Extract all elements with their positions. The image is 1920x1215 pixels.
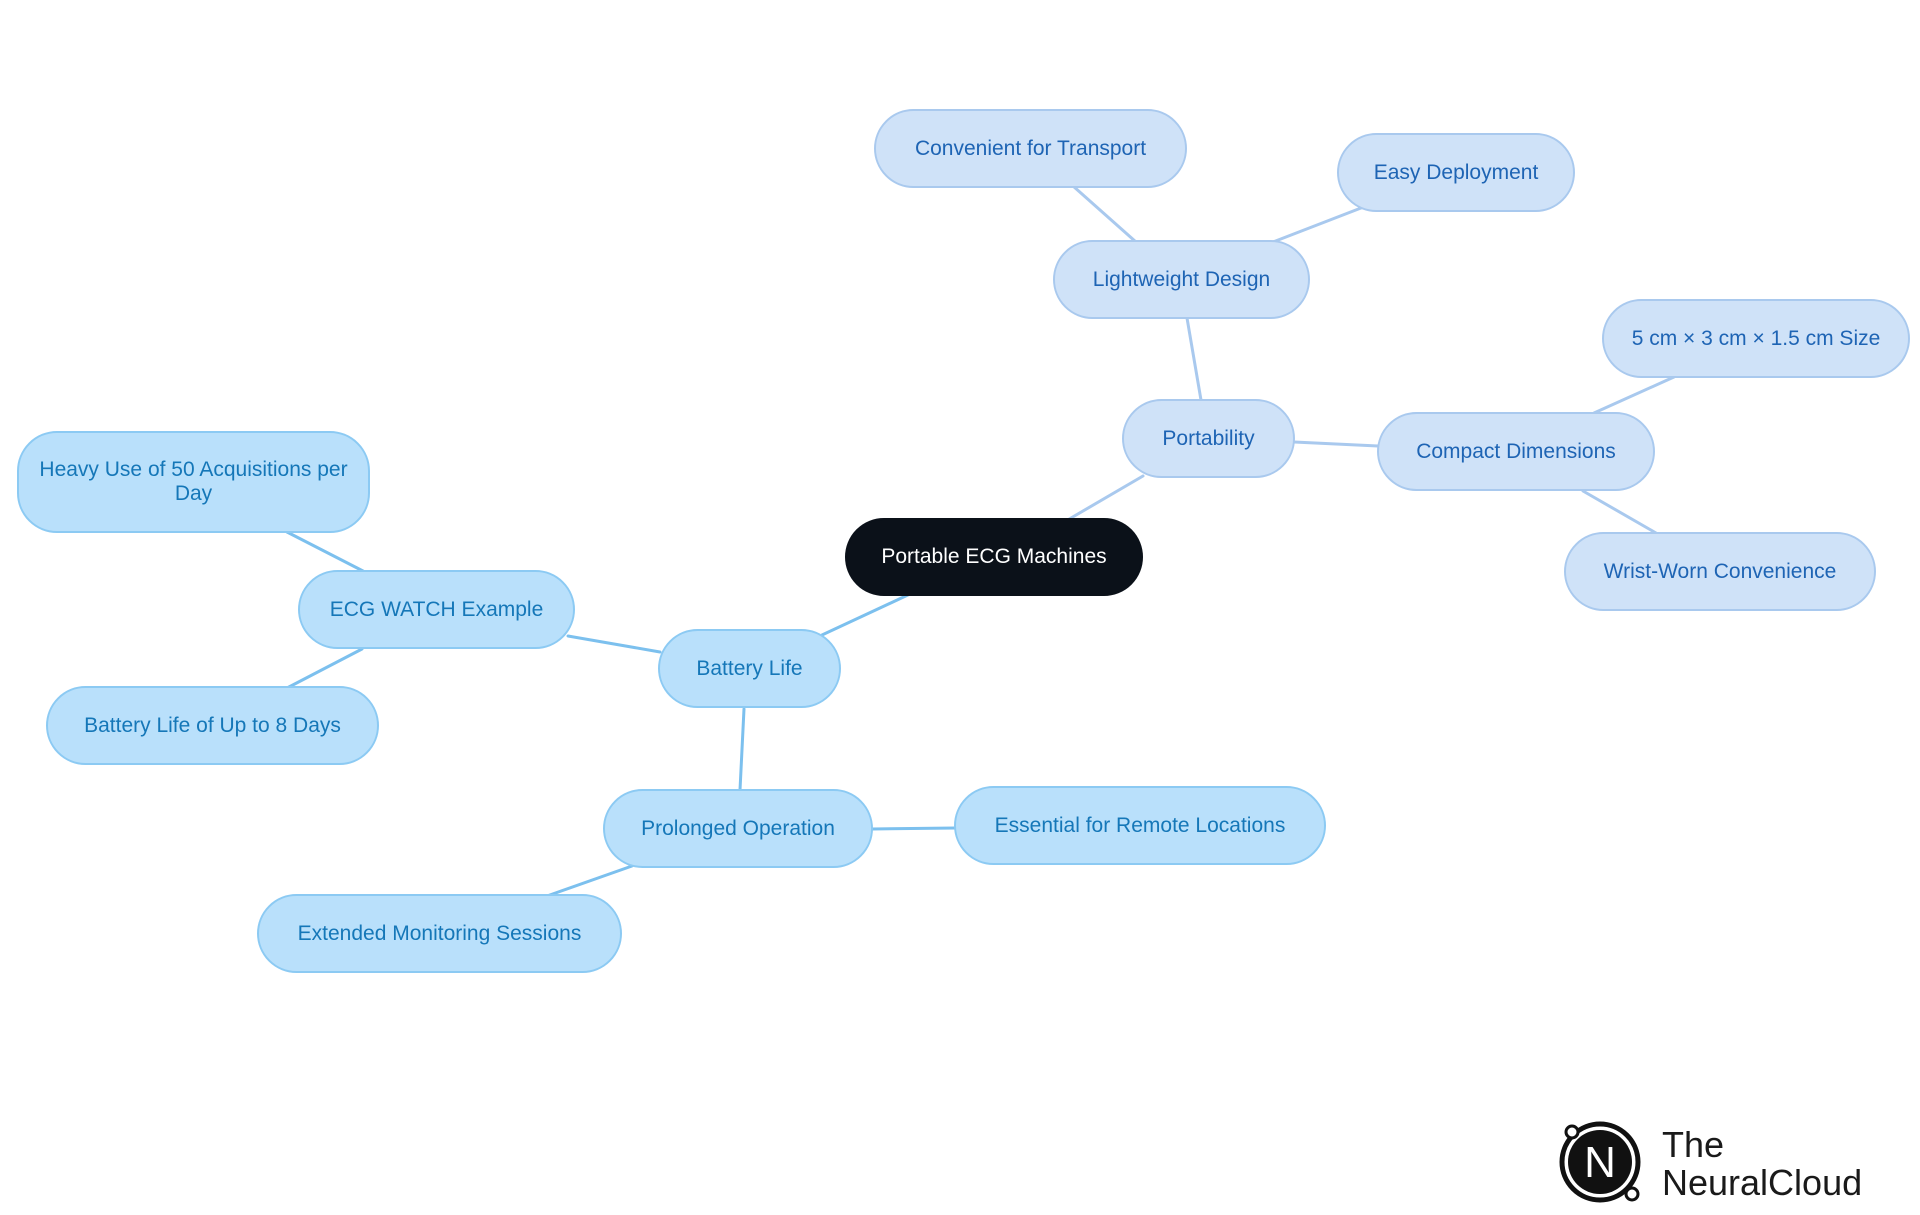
node-portability[interactable]: Portability: [1122, 399, 1295, 478]
node-remote[interactable]: Essential for Remote Locations: [954, 786, 1326, 865]
edge-compact-to-wrist: [1581, 489, 1658, 535]
node-transport-label: Convenient for Transport: [914, 136, 1147, 160]
neuralcloud-logo-mark: N: [1584, 1138, 1616, 1187]
edge-portability-to-lightweight: [1185, 316, 1203, 402]
node-battery[interactable]: Battery Life: [658, 629, 841, 708]
edge-ecgwatch-to-eightdays: [285, 647, 364, 690]
node-root-label: Portable ECG Machines: [881, 545, 1107, 568]
edge-lightweight-to-deployment: [1271, 206, 1363, 244]
node-size-label: 5 cm × 3 cm × 1.5 cm Size: [1631, 326, 1881, 350]
logo-line-1: The: [1662, 1124, 1725, 1165]
node-ecgwatch-label: ECG WATCH Example: [329, 597, 544, 621]
neuralcloud-logo-icon: N: [1559, 1121, 1641, 1203]
node-compact[interactable]: Compact Dimensions: [1377, 412, 1655, 491]
edge-battery-to-ecgwatch: [566, 634, 662, 654]
node-deployment-label: Easy Deployment: [1373, 160, 1539, 184]
node-eightdays[interactable]: Battery Life of Up to 8 Days: [46, 686, 379, 765]
node-wrist-label: Wrist-Worn Convenience: [1603, 559, 1837, 583]
edge-battery-to-prolonged: [738, 707, 746, 792]
edge-root-to-portability: [1057, 474, 1145, 527]
node-ecgwatch[interactable]: ECG WATCH Example: [298, 570, 575, 649]
node-extended-label: Extended Monitoring Sessions: [297, 921, 582, 945]
logo-line-2: NeuralCloud: [1662, 1162, 1863, 1203]
edge-root-to-battery: [820, 592, 912, 637]
node-prolonged[interactable]: Prolonged Operation: [603, 789, 873, 868]
node-deployment[interactable]: Easy Deployment: [1337, 133, 1575, 212]
node-extended[interactable]: Extended Monitoring Sessions: [257, 894, 622, 973]
node-size[interactable]: 5 cm × 3 cm × 1.5 cm Size: [1602, 299, 1910, 378]
node-eightdays-label: Battery Life of Up to 8 Days: [84, 713, 341, 737]
node-wrist[interactable]: Wrist-Worn Convenience: [1564, 532, 1876, 611]
node-root[interactable]: Portable ECG Machines: [845, 518, 1143, 596]
edge-lightweight-to-transport: [1071, 184, 1138, 244]
node-lightweight-label: Lightweight Design: [1092, 267, 1271, 291]
edge-compact-to-size: [1592, 375, 1676, 415]
node-heavyuse[interactable]: Heavy Use of 50 Acquisitions per Day: [17, 431, 370, 533]
node-battery-label: Battery Life: [696, 656, 803, 680]
node-prolonged-label: Prolonged Operation: [641, 816, 835, 840]
edge-ecgwatch-to-heavyuse: [285, 530, 365, 573]
node-heavyuse-label: Heavy Use of 50 Acquisitions per Day: [39, 458, 348, 505]
edge-portability-to-compact: [1292, 440, 1380, 448]
neuralcloud-logo-text: The NeuralCloud: [1662, 1126, 1862, 1202]
edge-prolonged-to-extended: [545, 864, 634, 898]
node-lightweight[interactable]: Lightweight Design: [1053, 240, 1310, 319]
node-remote-label: Essential for Remote Locations: [994, 813, 1286, 837]
node-portability-label: Portability: [1162, 426, 1255, 450]
node-transport[interactable]: Convenient for Transport: [874, 109, 1187, 188]
edge-prolonged-to-remote: [870, 826, 958, 831]
neuralcloud-logo: N The NeuralCloud: [1552, 1116, 1892, 1206]
node-compact-label: Compact Dimensions: [1416, 439, 1616, 463]
